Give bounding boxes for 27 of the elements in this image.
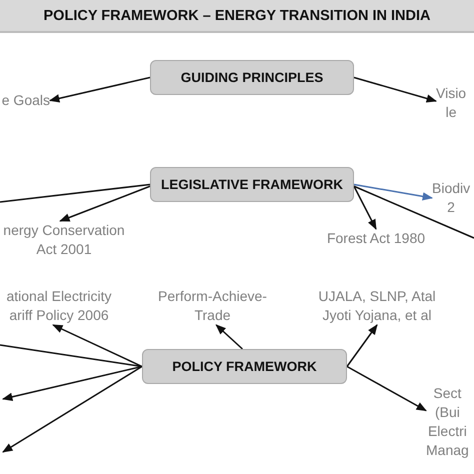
arrow <box>354 76 437 103</box>
arrow <box>2 366 142 453</box>
node-label: Forest Act 1980 <box>320 229 432 248</box>
arrow <box>2 366 142 401</box>
node-label: UJALA, SLNP, Atal Jyoti Yojana, et al <box>312 287 442 325</box>
node-label: nergy Conservation Act 2001 <box>0 221 128 259</box>
node-label: Perform-Achieve-Trade <box>150 287 275 325</box>
arrow <box>353 186 377 230</box>
framework-box: GUIDING PRINCIPLES <box>150 60 354 95</box>
framework-box: POLICY FRAMEWORK <box>142 349 347 384</box>
node-label: e Goals <box>0 91 50 110</box>
arrow <box>346 324 378 367</box>
arrow <box>48 76 150 102</box>
node-label: Biodiv 2 <box>432 179 470 217</box>
node-label: Sect (Bui Electri Manag <box>426 384 469 460</box>
arrow <box>215 324 243 350</box>
connector-line <box>354 186 474 239</box>
arrow <box>346 366 427 412</box>
arrow <box>59 186 150 222</box>
arrow <box>354 184 434 201</box>
node-label: Visio le <box>436 84 466 122</box>
node-label: ational Electricity ariff Policy 2006 <box>0 287 118 325</box>
arrow <box>52 324 142 368</box>
title-banner: POLICY FRAMEWORK – ENERGY TRANSITION IN INDIA <box>0 0 474 33</box>
framework-box: LEGISLATIVE FRAMEWORK <box>150 167 354 202</box>
connector-line <box>0 184 150 203</box>
connector-line <box>0 344 142 368</box>
